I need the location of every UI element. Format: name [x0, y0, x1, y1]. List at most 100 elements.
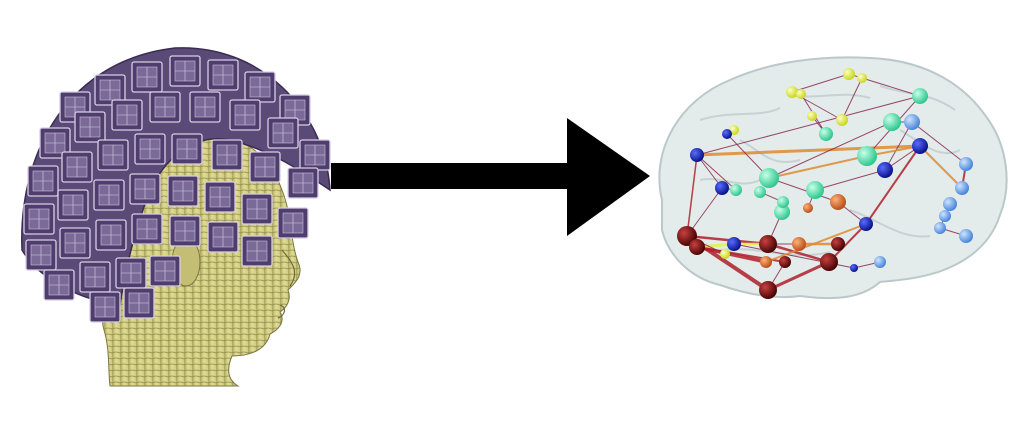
- network-node: [730, 184, 742, 196]
- brain-outline: [658, 56, 1008, 300]
- network-node: [786, 86, 798, 98]
- network-node: [803, 203, 813, 213]
- network-node: [859, 217, 873, 231]
- network-node: [943, 197, 957, 211]
- network-edge: [911, 121, 967, 165]
- network-node: [819, 127, 833, 141]
- network-edge: [696, 95, 921, 156]
- network-node: [877, 162, 893, 178]
- sensor-tile-lines: [137, 67, 157, 87]
- network-node: [774, 204, 790, 220]
- sensor-tile-lines: [100, 80, 120, 100]
- sensor-tiles: [23, 55, 331, 323]
- sensor-tile-lines: [283, 213, 303, 233]
- network-edge: [814, 169, 886, 191]
- sensor-tile-lines: [85, 267, 105, 287]
- network-node: [806, 181, 824, 199]
- sensor-tile-lines: [293, 173, 313, 193]
- sensor-tile-lines: [217, 145, 237, 165]
- network-node: [830, 194, 846, 210]
- arrow-head: [567, 118, 650, 236]
- sensor-tile-lines: [121, 263, 141, 283]
- network-node: [807, 111, 817, 121]
- network-edge: [696, 154, 737, 191]
- sensor-tile-lines: [31, 245, 51, 265]
- network-node: [904, 114, 920, 130]
- brain-network-graph-icon: [658, 56, 1008, 300]
- network-node: [720, 249, 730, 259]
- network-node: [796, 89, 806, 99]
- sensor-tile-lines: [67, 157, 87, 177]
- sensor-tile-lines: [45, 133, 65, 153]
- sensor-tile-lines: [99, 185, 119, 205]
- network-edge: [726, 133, 770, 179]
- network-edge: [695, 144, 922, 157]
- sensor-tile-lines: [210, 187, 230, 207]
- sensor-tile-lines: [135, 179, 155, 199]
- head-with-sensor-helmet-icon: [21, 47, 331, 387]
- network-node: [690, 148, 704, 162]
- network-node: [759, 168, 779, 188]
- sensor-tile-lines: [195, 97, 215, 117]
- right-arrow-icon: [331, 118, 650, 236]
- network-node: [959, 157, 973, 171]
- network-edge: [841, 77, 863, 121]
- sensor-tile-lines: [101, 225, 121, 245]
- sensor-tile-lines: [173, 181, 193, 201]
- network-edge: [884, 121, 913, 171]
- network-node: [850, 264, 858, 272]
- sensor-tile-lines: [273, 123, 293, 143]
- sensor-tile-lines: [65, 233, 85, 253]
- sensor-tile-lines: [175, 221, 195, 241]
- sensor-tile-lines: [63, 195, 83, 215]
- sensor-tile-lines: [49, 275, 69, 295]
- sensor-tile-lines: [155, 261, 175, 281]
- network-node: [831, 237, 845, 251]
- sensor-tile-lines: [33, 171, 53, 191]
- network-edge: [768, 155, 868, 179]
- sensor-tile-lines: [213, 65, 233, 85]
- arrow-shaft: [331, 163, 571, 189]
- network-node: [715, 181, 729, 195]
- network-node: [912, 138, 928, 154]
- sensor-tile-lines: [247, 241, 267, 261]
- sensor-tile-lines: [129, 293, 149, 313]
- network-node: [939, 210, 951, 222]
- network-edge: [685, 234, 770, 246]
- sensor-tile-lines: [155, 97, 175, 117]
- sensor-tile-lines: [177, 139, 197, 159]
- network-edge: [766, 260, 831, 292]
- network-node: [857, 146, 877, 166]
- network-node: [959, 229, 973, 243]
- sensor-tile-lines: [140, 139, 160, 159]
- sensor-tile-lines: [235, 105, 255, 125]
- network-node: [727, 237, 741, 251]
- network-node: [912, 88, 928, 104]
- network-node: [934, 222, 946, 234]
- network-node: [759, 235, 777, 253]
- network-edge: [686, 154, 698, 237]
- network-edge: [919, 145, 963, 189]
- network-node: [689, 239, 705, 255]
- network-edge: [865, 145, 921, 225]
- network-node: [779, 256, 791, 268]
- network-node: [759, 281, 777, 299]
- sensor-tile-lines: [250, 77, 270, 97]
- network-node: [955, 181, 969, 195]
- network-edge: [765, 223, 867, 263]
- sensor-tile-lines: [95, 297, 115, 317]
- network-node: [883, 113, 901, 131]
- network-node: [857, 73, 867, 83]
- network-node: [843, 68, 855, 80]
- sensor-tile-lines: [29, 209, 49, 229]
- sensor-tile-lines: [137, 219, 157, 239]
- network-edge: [768, 177, 839, 203]
- sensor-tile-lines: [103, 145, 123, 165]
- network-node: [722, 129, 732, 139]
- face-profile-line: [277, 249, 296, 319]
- sensor-tile-lines: [305, 145, 325, 165]
- network-node: [777, 196, 789, 208]
- network-node: [760, 256, 772, 268]
- network-node: [754, 186, 766, 198]
